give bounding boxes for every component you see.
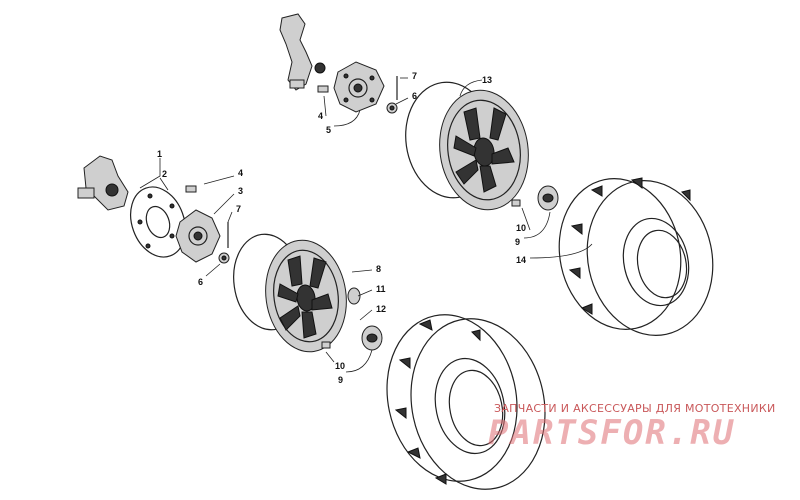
callout-6a: 6 — [412, 91, 417, 101]
lower-nut — [218, 252, 230, 264]
watermark: ЗАПЧАСТИ И АКСЕССУАРЫ ДЛЯ МОТОТЕХНИКИ PA… — [470, 402, 800, 453]
callout-10b: 10 — [335, 361, 345, 371]
callout-1: 1 — [157, 149, 162, 159]
upper-bolt — [317, 85, 329, 93]
watermark-caption: ЗАПЧАСТИ И АКСЕССУАРЫ ДЛЯ МОТОТЕХНИКИ — [494, 402, 776, 415]
callout-8: 8 — [376, 264, 381, 274]
lower-lug-nut — [347, 287, 361, 305]
upper-nut — [386, 102, 398, 114]
lower-valve-stem — [321, 341, 331, 349]
callout-7a: 7 — [412, 71, 417, 81]
upper-valve-stem — [511, 199, 521, 207]
lower-center-cap — [361, 325, 383, 351]
callout-14: 14 — [516, 255, 526, 265]
brake-disc — [130, 186, 186, 258]
callout-10a: 10 — [516, 223, 526, 233]
callout-3: 3 — [238, 186, 243, 196]
upper-hub — [333, 61, 385, 113]
callout-2: 2 — [162, 169, 167, 179]
upper-rim — [405, 81, 529, 211]
leader-lines — [139, 77, 593, 373]
lower-hub — [175, 209, 221, 263]
lower-tire — [386, 314, 546, 490]
watermark-logo: PARTSFOR.RU — [488, 413, 736, 453]
lower-rim — [233, 233, 347, 353]
callout-11: 11 — [376, 284, 386, 294]
callout-7b: 7 — [236, 204, 241, 214]
callout-6b: 6 — [198, 277, 203, 287]
upper-tire — [558, 177, 714, 336]
callout-9a: 9 — [515, 237, 520, 247]
callout-4a: 4 — [238, 168, 243, 178]
lower-bolt — [185, 185, 197, 193]
callout-9b: 9 — [338, 375, 343, 385]
callout-13: 13 — [482, 75, 492, 85]
lower-knuckle — [77, 155, 129, 211]
callout-12: 12 — [376, 304, 386, 314]
upper-knuckle — [279, 13, 326, 91]
callout-numbers: 1 2 3 4 4 5 6 6 7 7 8 9 9 10 10 11 12 13… — [157, 71, 526, 385]
upper-center-cap — [537, 185, 559, 211]
callout-5: 5 — [326, 125, 331, 135]
callout-4b: 4 — [318, 111, 323, 121]
